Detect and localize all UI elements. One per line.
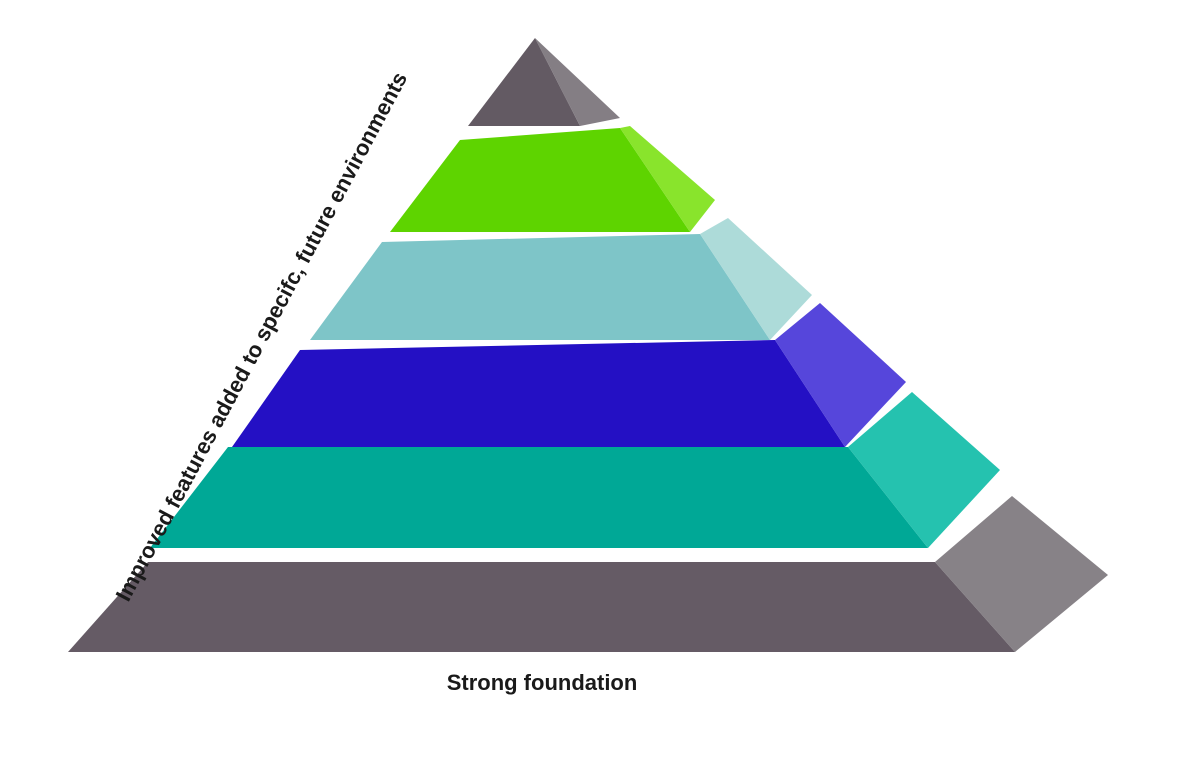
layer-green-front: [390, 128, 690, 232]
layer-base-front: [68, 562, 1015, 652]
layer-light-blue-side: [700, 218, 812, 340]
layer-apex-side: [535, 38, 620, 126]
layer-blue-side: [775, 303, 906, 447]
layer-green: [390, 126, 715, 232]
layer-teal: [150, 392, 1000, 548]
layer-base: [68, 496, 1108, 652]
layer-teal-side: [848, 392, 1000, 548]
layer-apex-front: [468, 38, 580, 126]
layer-green-side: [620, 126, 715, 232]
layer-blue-front: [232, 340, 845, 447]
layer-blue: [232, 303, 906, 447]
layer-teal-front: [150, 447, 928, 548]
base-label: Strong foundation: [447, 670, 638, 695]
layer-base-side: [935, 496, 1108, 652]
layer-light-blue-front: [310, 234, 770, 340]
layer-light-blue: [310, 218, 812, 340]
layer-apex: [468, 38, 620, 126]
